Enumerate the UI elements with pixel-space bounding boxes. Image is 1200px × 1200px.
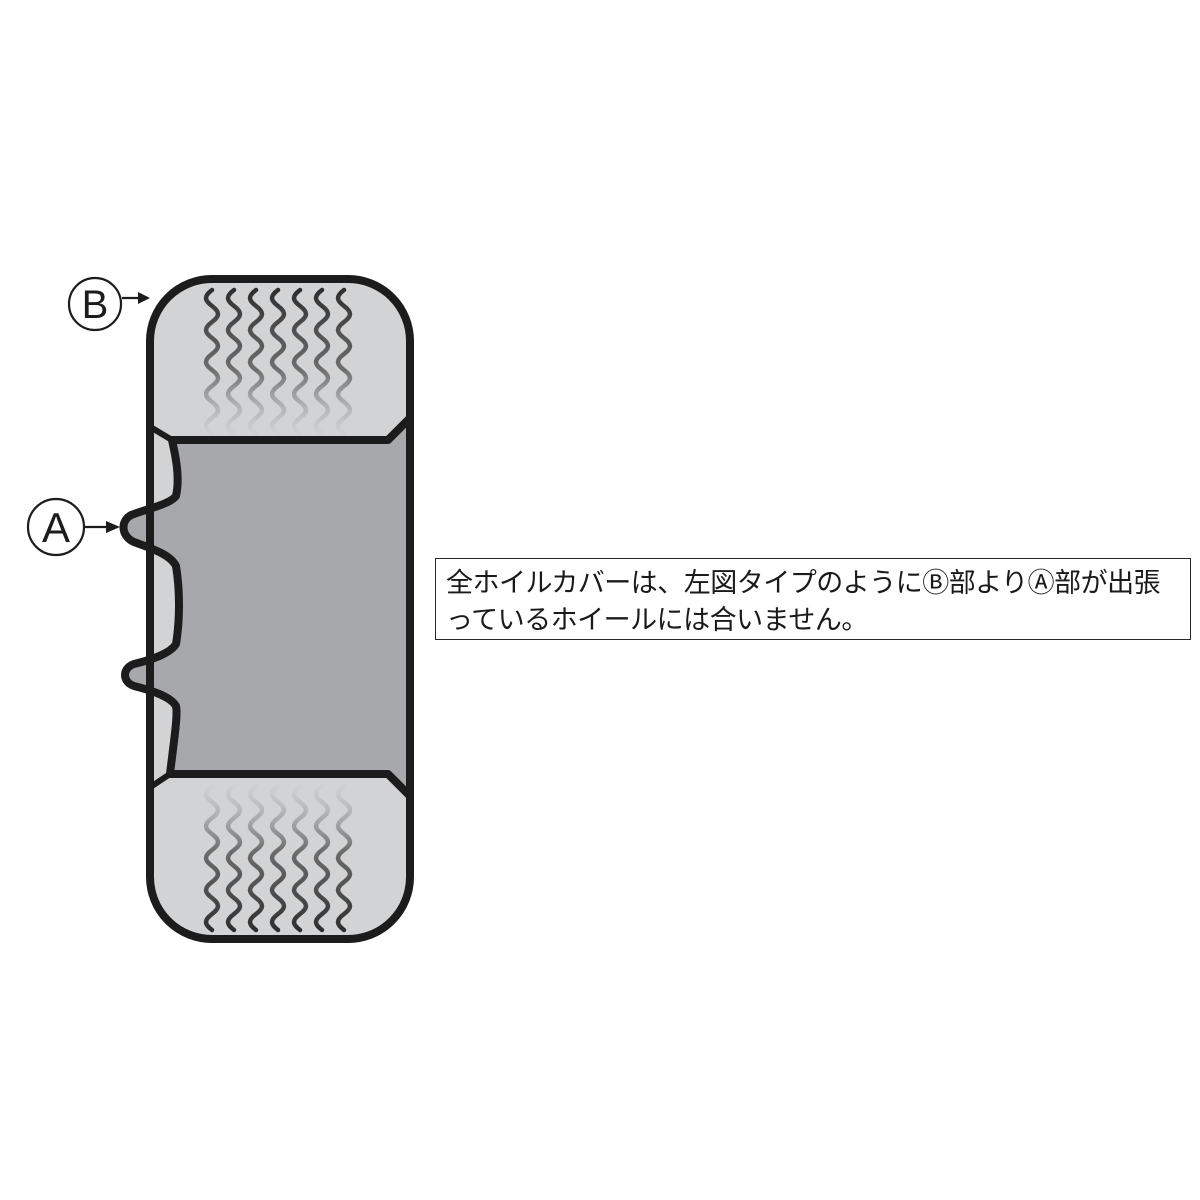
label-b: B bbox=[82, 283, 109, 327]
note-text: 全ホイルカバーは、左図タイプのようにⒷ部よりⒶ部が出張っているホイールには合いま… bbox=[446, 568, 1161, 636]
arrow-a-icon bbox=[106, 521, 120, 533]
label-a: A bbox=[42, 504, 70, 551]
wheel-hub bbox=[119, 340, 414, 878]
label-a-callout bbox=[26, 497, 120, 557]
arrow-b-icon bbox=[138, 292, 150, 304]
label-b-callout bbox=[67, 276, 150, 332]
compatibility-note: 全ホイルカバーは、左図タイプのようにⒷ部よりⒶ部が出張っているホイールには合いま… bbox=[435, 558, 1191, 640]
